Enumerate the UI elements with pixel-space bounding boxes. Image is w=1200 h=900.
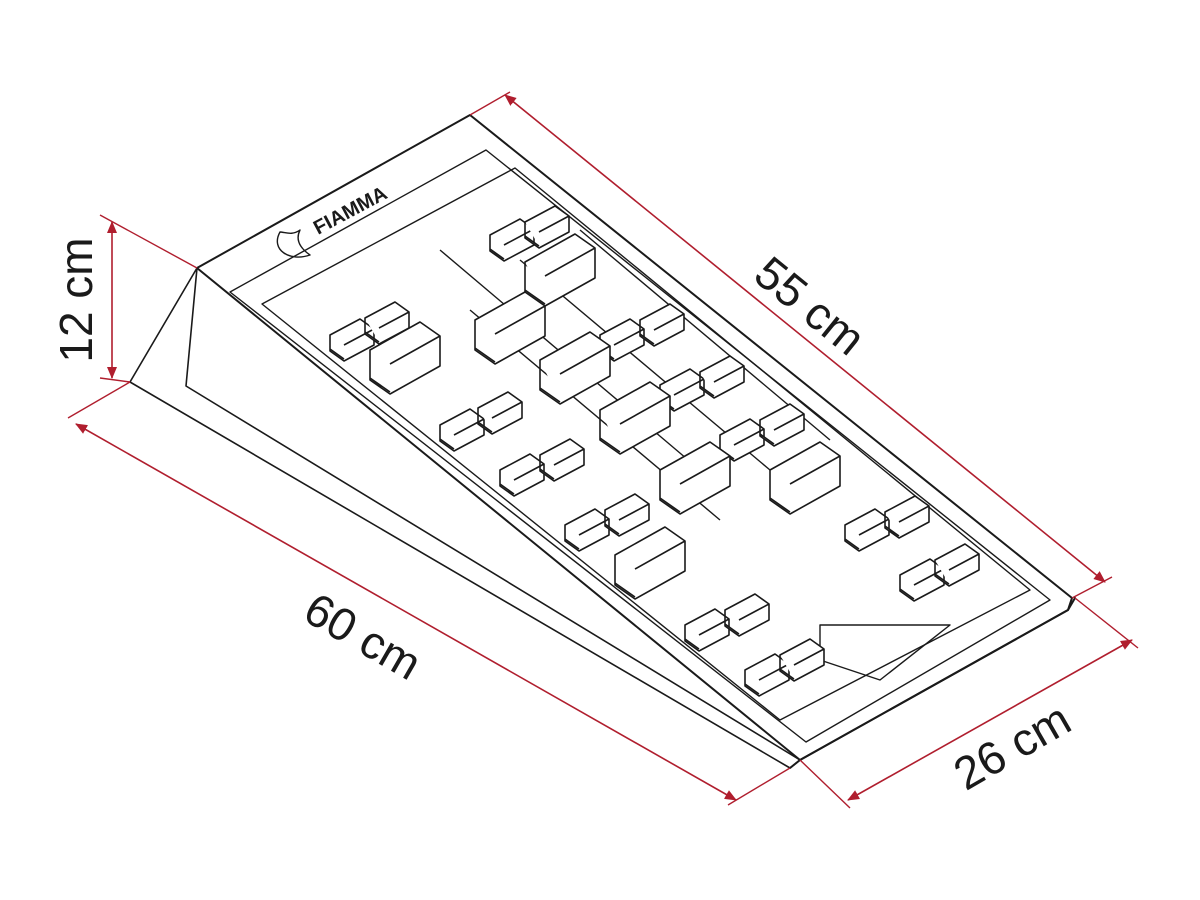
dimension-length-bottom: 60 cm	[67, 381, 791, 806]
extension-line	[99, 214, 198, 269]
tread-block	[604, 493, 650, 537]
tread-block	[564, 508, 610, 552]
tread-block	[539, 438, 585, 482]
fiamma-logo: FIAMMA	[276, 182, 391, 258]
tread-block	[844, 508, 890, 552]
length-bottom-label: 60 cm	[296, 582, 430, 690]
dimension-line	[75, 423, 737, 801]
tread-block	[899, 558, 945, 602]
tread-block-large	[369, 321, 441, 395]
tread-block-large	[769, 441, 841, 515]
tread-block	[724, 593, 770, 637]
logo-text: FIAMMA	[310, 182, 391, 239]
tread-block-large	[614, 526, 686, 600]
dimension-height: 12 cm	[50, 214, 198, 383]
dimension-line	[847, 639, 1133, 801]
extension-line	[799, 759, 851, 809]
ramp-left-side-face	[129, 267, 801, 769]
extension-line	[1074, 597, 1139, 649]
extension-line	[99, 377, 131, 383]
tread-block	[884, 495, 930, 539]
tread-block	[699, 355, 745, 399]
tread-block-large	[659, 441, 731, 515]
tread-block	[684, 608, 730, 652]
tread-block	[779, 638, 825, 682]
tread-block	[477, 391, 523, 435]
extension-line	[1071, 576, 1113, 599]
tread-block	[759, 403, 805, 447]
tread-block	[934, 543, 980, 587]
extension-line	[727, 767, 791, 806]
dimension-line	[504, 94, 1106, 583]
tread-block	[499, 453, 545, 497]
tread-block	[744, 653, 790, 697]
tread-block-large	[474, 291, 546, 365]
tread-block-large	[599, 381, 671, 455]
dimension-width: 26 cm	[799, 597, 1139, 809]
tread-block	[329, 318, 375, 362]
tread-blocks	[329, 205, 980, 697]
tread-block	[639, 303, 685, 347]
ramp-end-plate	[819, 624, 951, 681]
extension-line	[469, 91, 511, 116]
extension-line	[67, 381, 131, 419]
height-label: 12 cm	[50, 237, 102, 362]
fiamma-flame-logo-icon	[276, 229, 311, 258]
